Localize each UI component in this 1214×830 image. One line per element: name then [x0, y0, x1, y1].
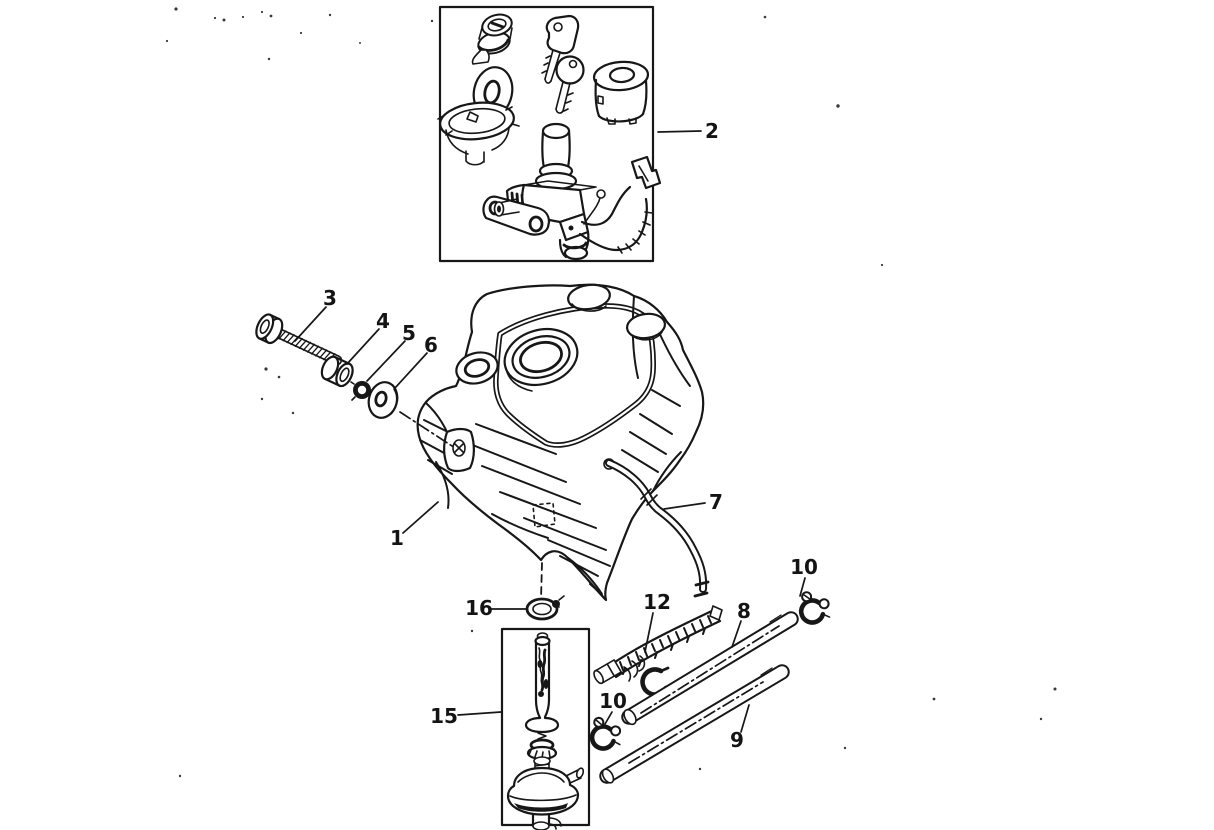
tank-creases: [425, 295, 691, 600]
callouts: 1 2 3 4 5 6 7 8 9 10 10 12 15 16: [294, 119, 818, 752]
outlet-dash-line: [540, 562, 543, 601]
braid-texture: [619, 615, 712, 675]
filler-neck: [503, 328, 579, 392]
callout-6: 6: [424, 333, 438, 357]
leader-10b: [604, 711, 613, 725]
tube-upper-drawing: [621, 611, 799, 726]
outlet-clamp-drawing: [525, 595, 565, 621]
mounting-bolt-group: [255, 313, 399, 419]
washer-drawing: [367, 381, 399, 419]
callout-3: 3: [323, 286, 337, 310]
fuel-valve-drawing: [506, 632, 585, 830]
callout-12: 12: [643, 590, 671, 614]
leader-5: [366, 340, 406, 382]
tank-domes: [567, 283, 666, 341]
mounting-tab: [443, 427, 475, 473]
callout-8: 8: [737, 599, 751, 623]
collar-drawing: [320, 355, 354, 388]
leader-15: [457, 711, 502, 716]
leader-1: [402, 501, 439, 534]
leader-12: [644, 612, 654, 653]
key-2-drawing: [555, 55, 585, 114]
lock-housing-drawing: [592, 60, 650, 125]
callout-16: 16: [465, 596, 493, 620]
fuel-filler-cap-drawing: [437, 66, 520, 166]
bolt-drawing: [255, 313, 343, 366]
lock-cylinder-drawing: [471, 13, 513, 65]
callout-5: 5: [402, 321, 416, 345]
tube-lower-drawing: [599, 664, 790, 784]
fuel-valve-box: [500, 627, 591, 830]
ignition-switch-drawing: [482, 122, 662, 261]
leader-8: [731, 620, 742, 648]
tank-hatching: [419, 389, 681, 577]
fuel-tank-drawing: [399, 283, 705, 602]
leader-4: [346, 328, 380, 365]
leader-9: [740, 704, 750, 733]
leader-7: [663, 502, 706, 510]
callout-10a: 10: [790, 555, 818, 579]
hose-clamp-upper-drawing: [798, 591, 831, 625]
hose-frays: [623, 655, 646, 682]
callout-4: 4: [376, 309, 390, 333]
leader-6: [394, 352, 428, 389]
fuel-hose-drawing: [605, 459, 710, 598]
scan-noise-specks: [165, 7, 1057, 778]
leader-2: [657, 130, 702, 133]
vent-ring: [455, 351, 499, 385]
leader-10a: [799, 577, 806, 597]
callout-7: 7: [709, 490, 723, 514]
bolt-axis-line: [399, 411, 453, 447]
callout-2: 2: [705, 119, 719, 143]
callout-9: 9: [730, 728, 744, 752]
lock-set-box: [437, 5, 662, 263]
dotted-patch: [532, 502, 556, 528]
hose-fitting: [593, 659, 622, 685]
key-1-drawing: [541, 14, 580, 84]
callout-10b: 10: [599, 689, 627, 713]
hose-clamp-lower-drawing: [589, 716, 622, 751]
hose-end-marks: [693, 580, 710, 598]
callout-15: 15: [430, 704, 458, 728]
leader-3: [294, 306, 327, 342]
callout-1: 1: [390, 526, 404, 550]
